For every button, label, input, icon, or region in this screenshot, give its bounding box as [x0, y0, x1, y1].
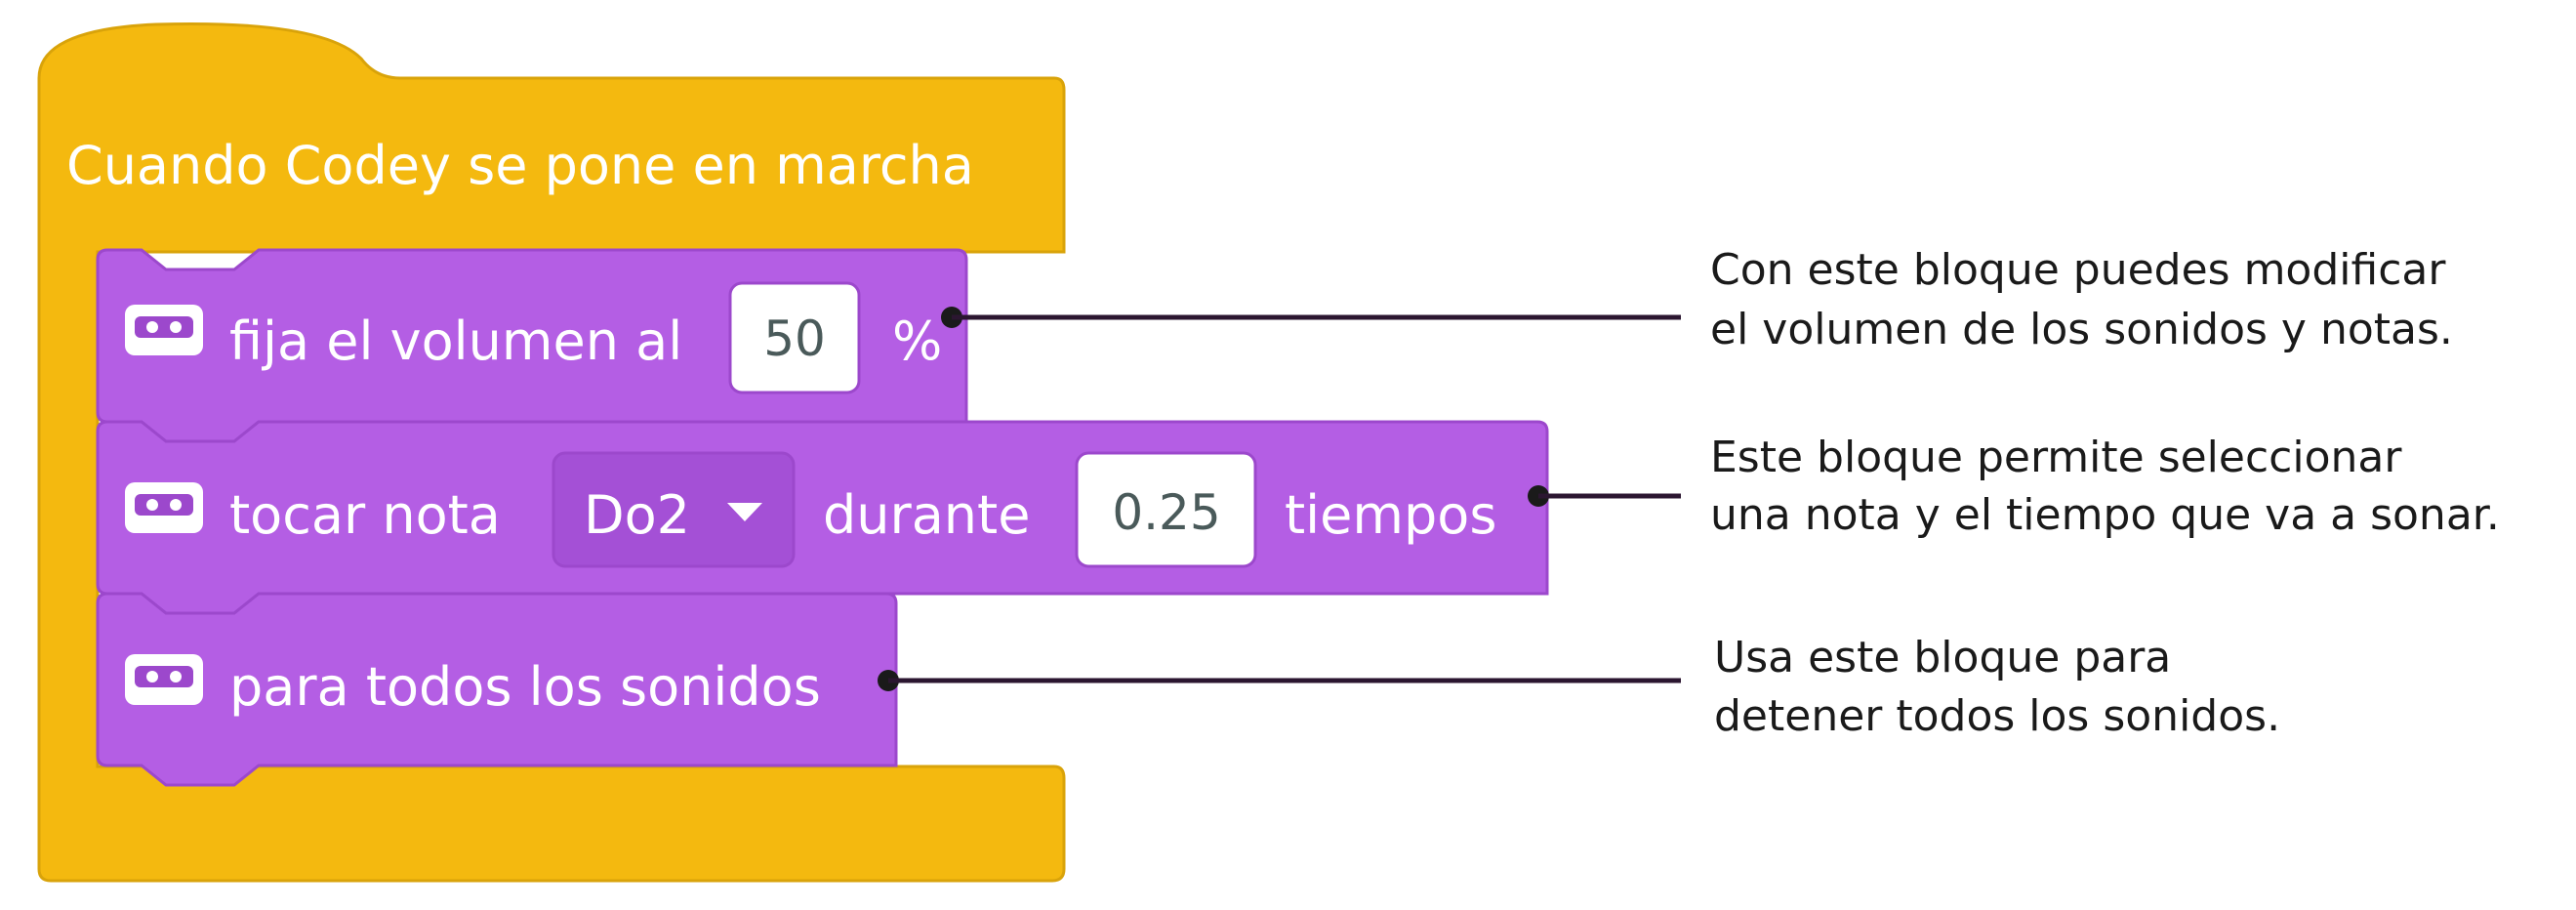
block-play-note-middle: durante: [823, 484, 1030, 546]
hat-block-label: Cuando Codey se pone en marcha: [66, 135, 974, 196]
annotation-volume-line1: Con este bloque puedes modificar: [1710, 245, 2446, 295]
annotation-stop: Usa este bloque para detener todos los s…: [878, 633, 2280, 741]
block-stop-sounds-shape[interactable]: [96, 592, 898, 787]
block-play-note-label: tocar nota: [229, 484, 501, 546]
annotation-stop-line2: detener todos los sonidos.: [1714, 691, 2280, 741]
block-set-volume[interactable]: fija el volumen al 50 %: [96, 248, 968, 443]
hat-block-shape[interactable]: [37, 21, 1066, 883]
block-play-note[interactable]: tocar nota Do2 durante 0.25 tiempos: [96, 420, 1549, 615]
annotation-note-line1: Este bloque permite seleccionar: [1710, 433, 2402, 482]
annotation-volume: Con este bloque puedes modificar el volu…: [941, 245, 2453, 354]
annotation-note: Este bloque permite seleccionar una nota…: [1528, 433, 2500, 540]
annotation-volume-line2: el volumen de los sonidos y notas.: [1710, 305, 2453, 354]
annotation-note-line2: una nota y el tiempo que va a sonar.: [1710, 490, 2500, 540]
chevron-down-icon[interactable]: [727, 503, 762, 521]
beats-input[interactable]: [1075, 451, 1257, 568]
volume-percent-label: %: [892, 310, 942, 372]
note-dropdown[interactable]: [552, 451, 796, 568]
block-stop-sounds[interactable]: para todos los sonidos: [96, 592, 898, 787]
codey-robot-icon: [125, 482, 203, 533]
block-play-note-suffix: tiempos: [1285, 484, 1496, 546]
block-set-volume-label: fija el volumen al: [229, 310, 682, 372]
volume-input[interactable]: [728, 281, 861, 394]
codey-robot-icon: [125, 305, 203, 355]
block-stop-sounds-label: para todos los sonidos: [229, 656, 821, 718]
codey-robot-icon: [125, 654, 203, 705]
annotation-stop-line1: Usa este bloque para: [1714, 633, 2171, 682]
volume-input-value: 50: [763, 310, 826, 367]
note-dropdown-value: Do2: [584, 484, 690, 546]
beats-input-value: 0.25: [1112, 484, 1220, 541]
